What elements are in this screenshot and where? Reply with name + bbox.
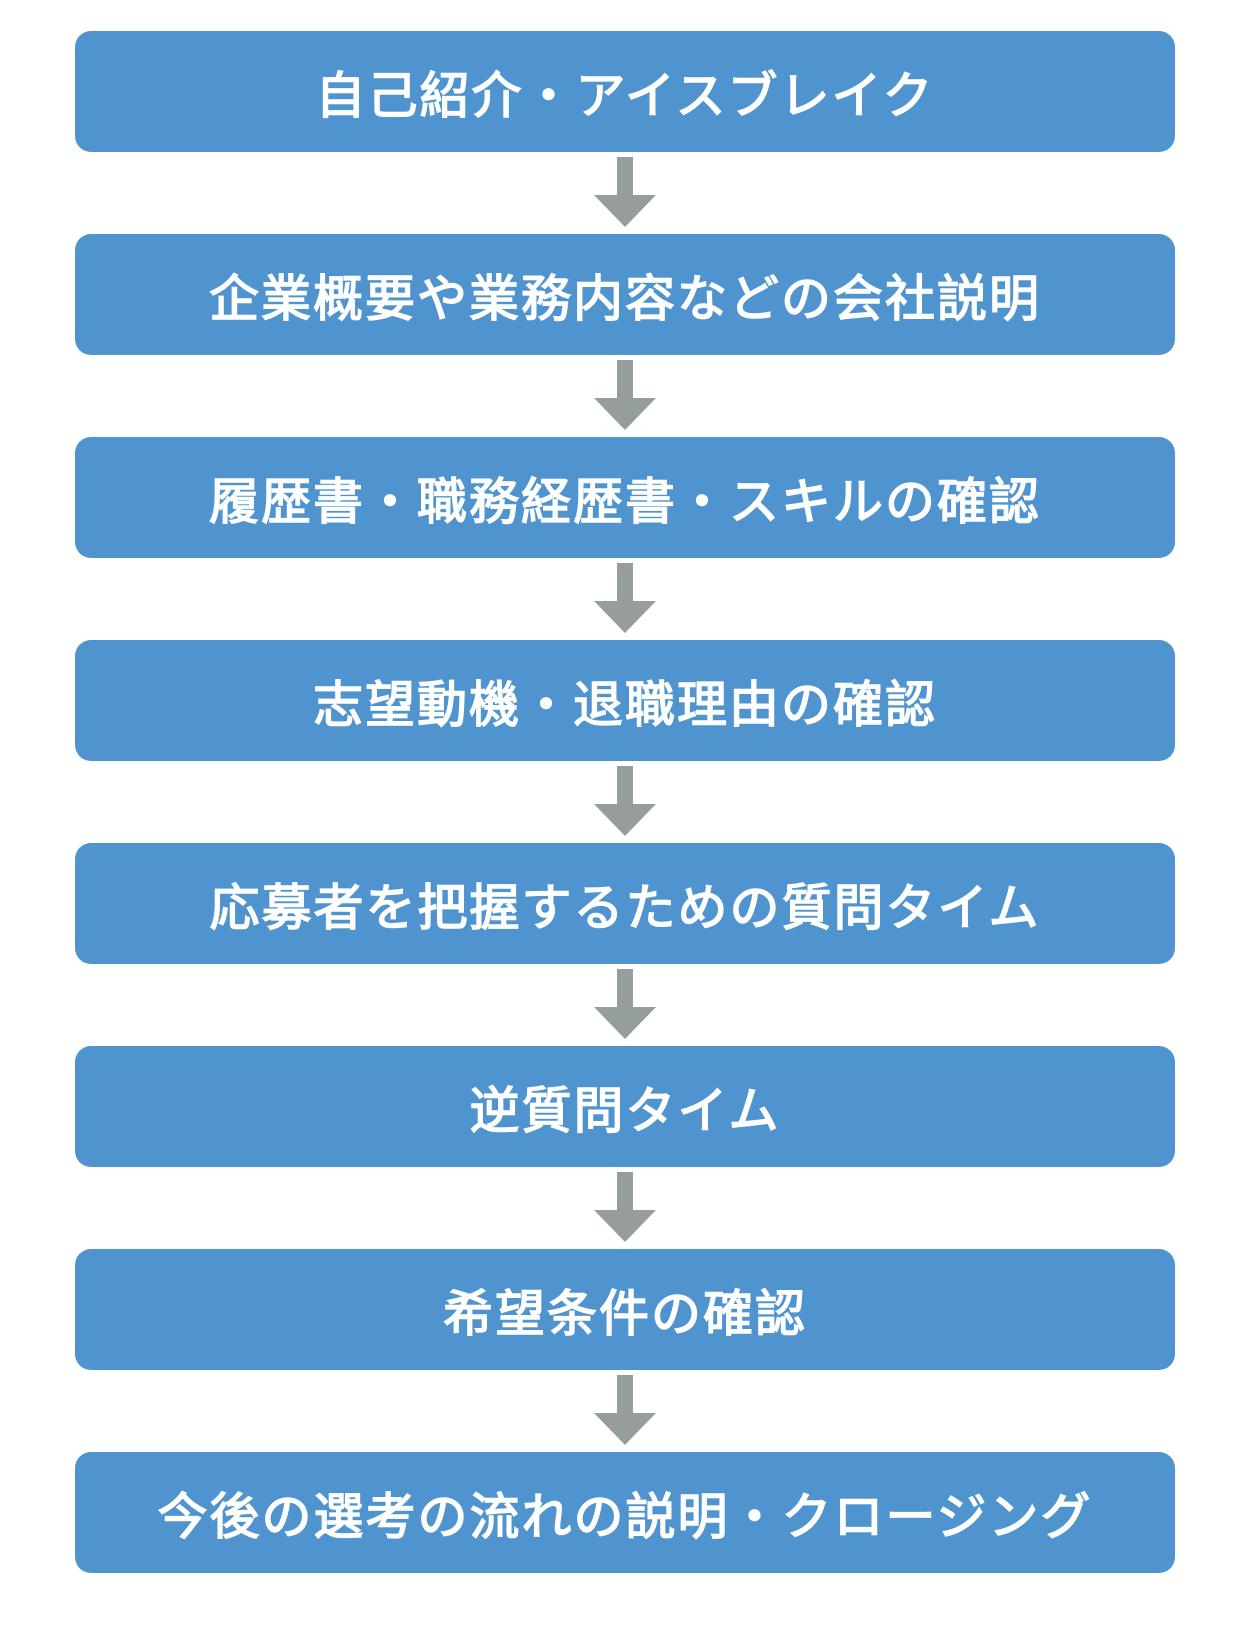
step-7-label: 希望条件の確認 — [443, 1284, 807, 1343]
step-2-box: 企業概要や業務内容などの会社説明 — [75, 234, 1175, 355]
step-7-box: 希望条件の確認 — [75, 1249, 1175, 1370]
interview-flow-diagram: 自己紹介・アイスブレイク 企業概要や業務内容などの会社説明 履歴書・職務経歴書・… — [75, 31, 1175, 1573]
step-8-box: 今後の選考の流れの説明・クロージング — [75, 1452, 1175, 1573]
step-1-box: 自己紹介・アイスブレイク — [75, 31, 1175, 152]
arrow-5 — [75, 964, 1175, 1046]
step-1-label: 自己紹介・アイスブレイク — [315, 66, 935, 125]
arrow-down-icon — [594, 360, 656, 430]
arrow-down-icon — [594, 1375, 656, 1445]
step-4-label: 志望動機・退職理由の確認 — [313, 675, 937, 734]
arrow-down-icon — [594, 157, 656, 227]
step-5-label: 応募者を把握するための質問タイム — [209, 878, 1041, 937]
arrow-2 — [75, 355, 1175, 437]
step-5-box: 応募者を把握するための質問タイム — [75, 843, 1175, 964]
step-4-box: 志望動機・退職理由の確認 — [75, 640, 1175, 761]
arrow-4 — [75, 761, 1175, 843]
arrow-down-icon — [594, 1172, 656, 1242]
step-3-label: 履歴書・職務経歴書・スキルの確認 — [209, 472, 1041, 531]
arrow-3 — [75, 558, 1175, 640]
step-6-box: 逆質問タイム — [75, 1046, 1175, 1167]
step-2-label: 企業概要や業務内容などの会社説明 — [209, 269, 1041, 328]
step-6-label: 逆質問タイム — [469, 1081, 781, 1140]
step-8-label: 今後の選考の流れの説明・クロージング — [157, 1487, 1093, 1546]
arrow-down-icon — [594, 766, 656, 836]
arrow-down-icon — [594, 969, 656, 1039]
arrow-7 — [75, 1370, 1175, 1452]
arrow-down-icon — [594, 563, 656, 633]
arrow-6 — [75, 1167, 1175, 1249]
step-3-box: 履歴書・職務経歴書・スキルの確認 — [75, 437, 1175, 558]
arrow-1 — [75, 152, 1175, 234]
